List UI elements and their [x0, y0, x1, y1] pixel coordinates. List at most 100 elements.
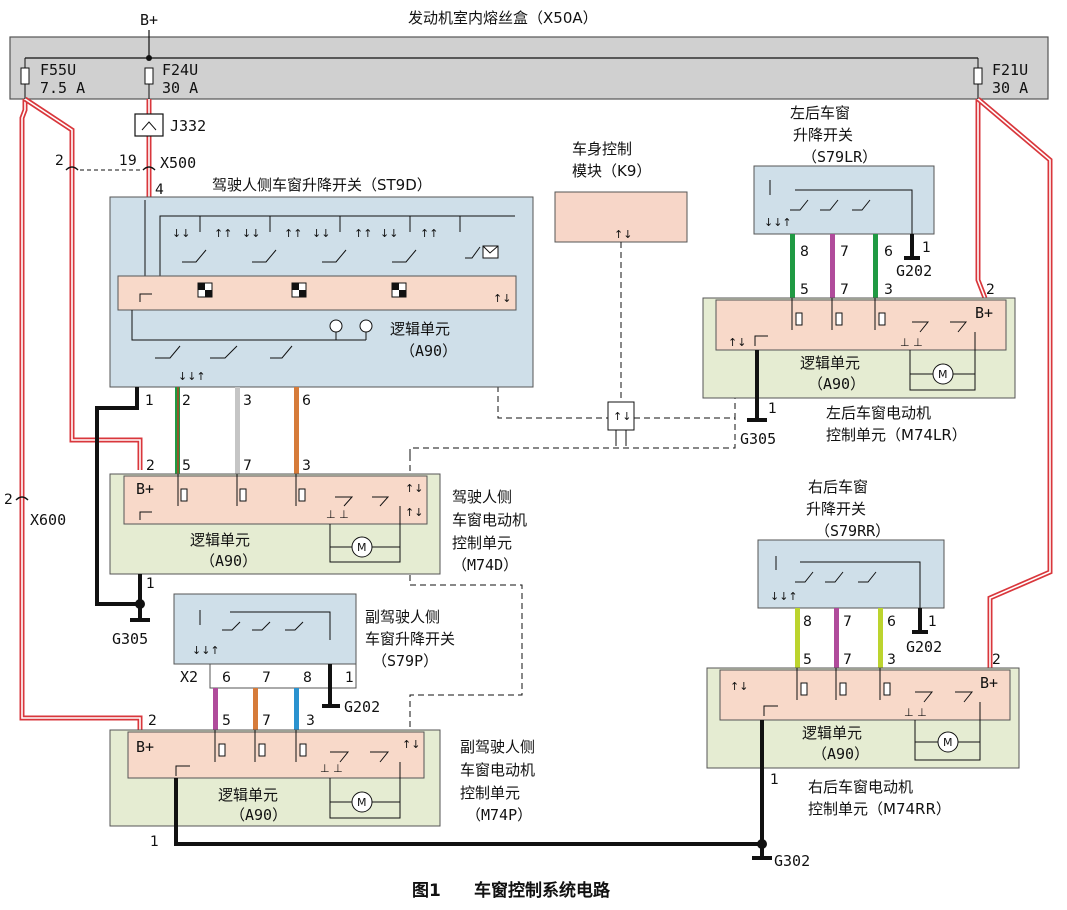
m74lr-label-line2: 控制单元（M74LR） [826, 426, 967, 444]
pin-label: 1 [345, 670, 354, 686]
ground-g202-s79p: G202 [344, 698, 380, 716]
figure-number: 图1 [412, 881, 441, 901]
pin-label: 6 [887, 614, 896, 630]
connector-x500: 2 19 X500 4 [55, 153, 196, 198]
right-rear-motor-control-m74rr: 5 7 3 2 B+ ↑↓ ⊥ ⊥ M 逻辑单元 （A90） 1 右后车窗电动机… [706, 652, 1020, 844]
power-wire-f21u-m74lr [975, 99, 988, 299]
m74p-label-line1: 副驾驶人侧 [460, 738, 535, 756]
bus-arrows-icon: ↑↓ [728, 336, 746, 349]
x500-pin: 2 [55, 153, 64, 169]
pin-label: 7 [840, 282, 849, 298]
motor-symbol: M [938, 368, 948, 381]
pin-label: 3 [306, 713, 315, 729]
pin-label: 6 [302, 393, 311, 409]
body-control-module-k9: 车身控制 模块（K9） ↑↓ ↑↓ [409, 140, 736, 735]
m74d-logic-label: 逻辑单元 [190, 531, 250, 549]
power-wires [19, 96, 1053, 730]
passenger-motor-control-m74p: 2 5 7 3 B+ ⊥ ⊥ ↑↓ M 逻辑单元 （A90） 副驾驶人侧 车窗电… [109, 713, 535, 850]
switch-arrows-icon: ↓↓↑ [178, 370, 206, 383]
ground-g305-left: G305 [112, 630, 148, 648]
switch-arrows-icon: ↑↑ [284, 227, 302, 240]
fuse-rating: 30 A [162, 79, 198, 97]
switch-arrows-icon: ↓↓ [312, 227, 330, 240]
s79rr-label-line2: 升降开关 [806, 500, 866, 518]
m74d-label-line2: 车窗电动机 [452, 511, 527, 529]
m74lr-logic-code: （A90） [808, 375, 865, 393]
switch-arrows-icon: ↓↓ [242, 227, 260, 240]
left-rear-motor-control-m74lr: 5 7 3 2 B+ ↑↓ ⊥ ⊥ M 逻辑单元 （A90） 1 G305 左后… [702, 282, 1016, 448]
ground-g302: G302 [774, 852, 810, 870]
s79p-code: （S79P） [372, 652, 438, 670]
fuse-name: F24U [162, 61, 198, 79]
m74lr-logic-label: 逻辑单元 [800, 354, 860, 372]
left-rear-window-switch-s79lr: 左后车窗 升降开关 （S79LR） ↓↓↑ 8 7 6 1 G202 [753, 104, 935, 298]
ground-g202-lr: G202 [896, 262, 932, 280]
ground-g305-right: G305 [740, 430, 776, 448]
x500-label: X500 [160, 154, 196, 172]
pin-label: 8 [800, 244, 809, 260]
bus-arrows-icon: ↑↓ [730, 680, 748, 693]
motor-symbol: M [357, 796, 367, 809]
pin-label: 3 [302, 458, 311, 474]
fuse-rating: 30 A [992, 79, 1028, 97]
st9d-logic-label: 逻辑单元 [390, 320, 450, 338]
relay-contact-icon: ⊥ ⊥ [900, 336, 923, 349]
indicator-lamp-icon [359, 319, 373, 333]
relay-contact-icon: ⊥ ⊥ [320, 762, 343, 775]
s79p-label-line1: 副驾驶人侧 [365, 608, 440, 626]
m74p-logic-label: 逻辑单元 [218, 786, 278, 804]
x500-pin: 19 [119, 153, 137, 169]
ground-g202-rr: G202 [906, 638, 942, 656]
pin-label: 1 [150, 834, 159, 850]
pin-label: 8 [303, 670, 312, 686]
x600-pin: 2 [4, 492, 13, 508]
motor-symbol: M [357, 541, 367, 554]
fuse-rating: 7.5 A [40, 79, 85, 97]
st9d-logic-code: （A90） [400, 342, 457, 360]
x500-pin: 4 [155, 182, 164, 198]
driver-window-switch-st9d: 驾驶人侧车窗升降开关（ST9D） ↓↓ ↑↑ ↓↓ ↑↑ ↓↓ ↑↑ ↓↓ ↑↑ [109, 176, 534, 388]
pin-label: 2 [148, 713, 157, 729]
fuse-box-title: 发动机室内熔丝盒（X50A） [408, 9, 598, 27]
pin-label: 1 [145, 393, 154, 409]
pin-label: 3 [243, 393, 252, 409]
fuse-f24u: F24U 30 A [144, 61, 198, 99]
m74d-code: （M74D） [452, 556, 518, 574]
fuse-box-x50a: 发动机室内熔丝盒（X50A） B+ F55U 7.5 A F24U 30 A F… [9, 9, 1049, 100]
bus-arrows-icon: ↑↓ [614, 228, 632, 241]
pin-label: 2 [986, 282, 995, 298]
m74lr-label-line1: 左后车窗电动机 [826, 404, 931, 422]
m74d-label-line1: 驾驶人侧 [452, 488, 512, 506]
m74lr-bplus: B+ [975, 304, 993, 322]
pin-label: 5 [800, 282, 809, 298]
indicator-lamp-icon [329, 319, 343, 333]
m74p-label-line2: 车窗电动机 [460, 761, 535, 779]
switch-arrows-icon: ↑↑ [354, 227, 372, 240]
m74rr-bplus: B+ [980, 674, 998, 692]
right-rear-window-switch-s79rr: 右后车窗 升降开关 （S79RR） ↓↓↑ 8 7 6 1 G202 [757, 478, 945, 670]
pin-label: 3 [887, 652, 896, 668]
pin-label: 2 [992, 652, 1001, 668]
figure-title: 车窗控制系统电路 [474, 880, 611, 901]
s79p-label-line2: 车窗升降开关 [365, 630, 455, 648]
power-wire-f21u-m74rr [976, 97, 1053, 668]
st9d-title: 驾驶人侧车窗升降开关（ST9D） [212, 176, 432, 194]
x600-label: X600 [30, 511, 66, 529]
passenger-window-switch-s79p: ↓↓↑ X2 6 7 8 1 G202 副驾驶人侧 车窗升降开关 （S79P） [173, 593, 455, 716]
connector-x600: 2 X600 [4, 492, 66, 529]
m74p-label-line3: 控制单元 [460, 784, 520, 802]
switch-arrows-icon: ↓↓ [172, 227, 190, 240]
bus-arrows-icon: ↑↓ [493, 292, 511, 305]
pin-label: 1 [928, 614, 937, 630]
pin-label: 7 [843, 614, 852, 630]
switch-arrows-icon: ↓↓↑ [770, 590, 798, 603]
bus-arrows-icon: ↑↓ [405, 482, 423, 495]
switch-arrows-icon: ↑↑ [214, 227, 232, 240]
m74rr-logic-code: （A90） [812, 745, 869, 763]
pin-label: 7 [843, 652, 852, 668]
logic-input-icons [197, 282, 407, 298]
s79lr-label-line2: 升降开关 [793, 126, 853, 144]
bcm-label-line1: 车身控制 [572, 140, 632, 158]
bus-arrows-icon: ↑↓ [405, 506, 423, 519]
